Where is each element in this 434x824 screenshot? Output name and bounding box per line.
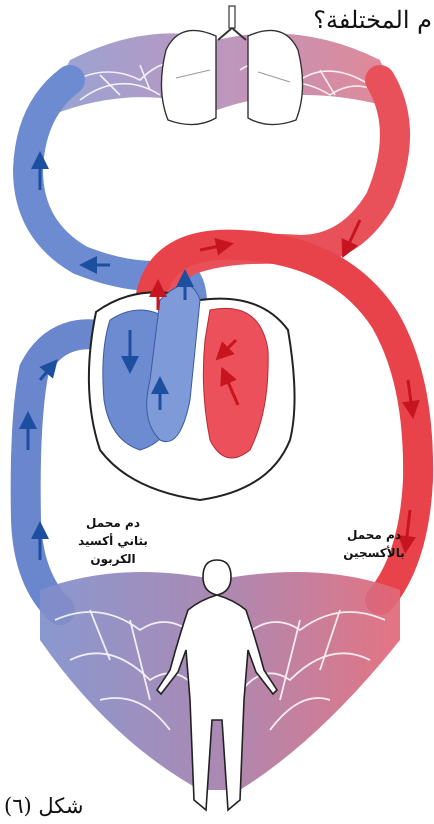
deoxygenated-blood-label: دم محمل بثاني أكسيد الكربون xyxy=(58,514,168,568)
oxygenated-blood-label: دم محمل بالأكسجين xyxy=(334,526,414,562)
deoxygenated-label-line2: بثاني أكسيد الكربون xyxy=(58,532,168,568)
oxygenated-label-line2: بالأكسجين xyxy=(334,544,414,562)
figure-caption: شكل (٦) xyxy=(4,794,83,818)
heart-icon xyxy=(89,285,295,500)
deoxygenated-label-line1: دم محمل xyxy=(58,514,168,532)
question-fragment: م المختلفة؟ xyxy=(262,6,432,34)
oxygenated-label-line1: دم محمل xyxy=(334,526,414,544)
pulmonary-capillaries xyxy=(40,33,400,120)
